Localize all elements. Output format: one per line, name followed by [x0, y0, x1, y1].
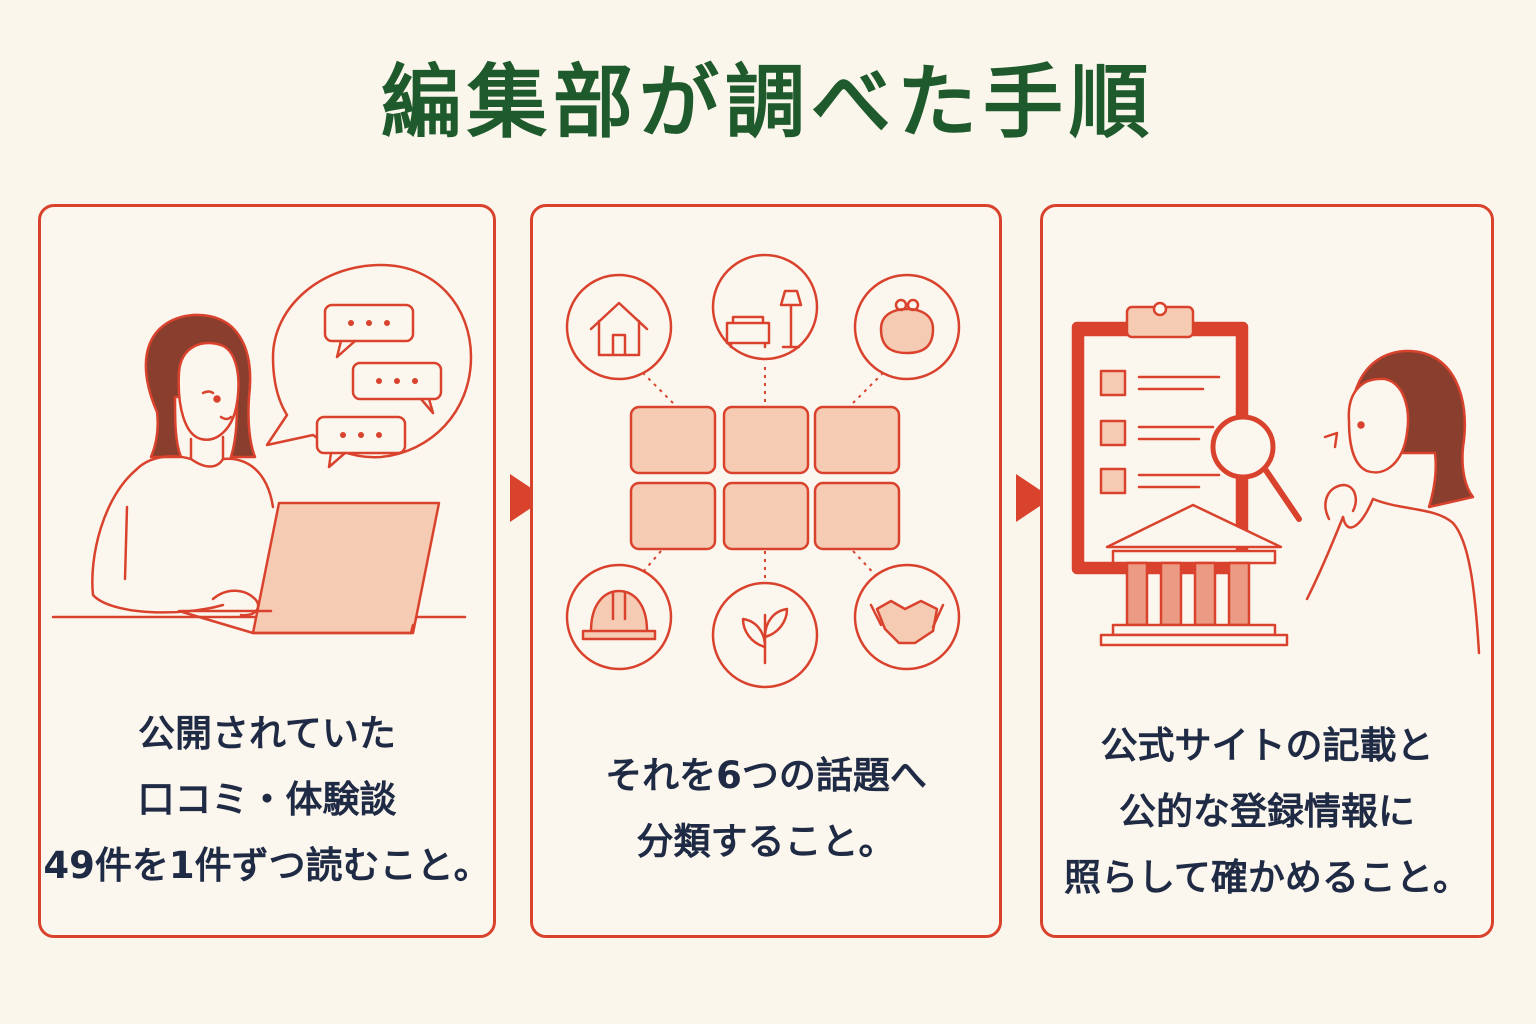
thinking-woman-icon	[1305, 349, 1481, 655]
step-2-line-2: 分類すること。	[636, 820, 896, 863]
step-1-line-1: 公開されていた	[138, 712, 396, 755]
step-3-line-2: 公的な登録情報に	[1119, 790, 1415, 833]
magnifier-icon	[1210, 414, 1302, 522]
step-3-line-3: 照らして確かめること。	[1064, 856, 1470, 899]
step-1-panel: 公開されていた 口コミ・体験談 49件を1件ずつ読むこと。	[38, 204, 496, 938]
page-title: 編集部が調べた手順	[381, 56, 1155, 149]
next-arrow-icon	[510, 474, 546, 522]
step-1-caption: 公開されていた 口コミ・体験談 49件を1件ずつ読むこと。	[41, 701, 493, 899]
government-building-icon	[1099, 503, 1289, 647]
topic-grid-diagram	[565, 253, 961, 689]
step-2-line-1: それを6つの話題へ	[605, 754, 927, 797]
step-3-panel: 公式サイトの記載と 公的な登録情報に 照らして確かめること。	[1040, 204, 1494, 938]
house-icon	[565, 273, 673, 381]
step-1-line-3: 49件を1件ずつ読むこと。	[43, 844, 491, 887]
speech-bubbles-icon	[265, 263, 473, 469]
next-arrow-icon	[1016, 474, 1052, 522]
step-2-panel: それを6つの話題へ 分類すること。	[530, 204, 1002, 938]
step-2-caption: それを6つの話題へ 分類すること。	[533, 743, 999, 875]
step-3-line-1: 公式サイトの記載と	[1100, 724, 1434, 767]
step-3-caption: 公式サイトの記載と 公的な登録情報に 照らして確かめること。	[1043, 713, 1491, 911]
step-1-line-2: 口コミ・体験談	[137, 778, 397, 821]
woman-reading-laptop-icon	[51, 313, 467, 635]
